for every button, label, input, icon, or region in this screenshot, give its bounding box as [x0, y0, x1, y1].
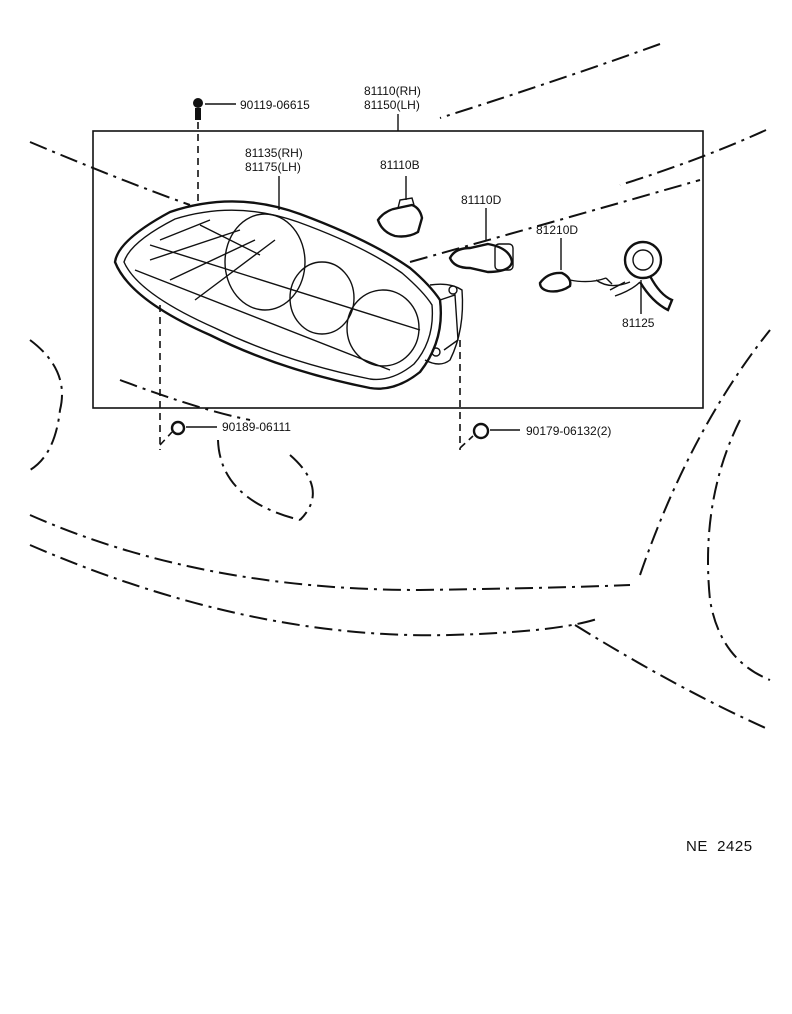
headlamp-housing — [113, 200, 464, 390]
bulb-81110d — [448, 208, 514, 274]
diagram-code: NE 2425 — [686, 838, 753, 855]
vehicle-body-outline — [29, 43, 771, 731]
callout-headlamp-rh: 81110(RH) — [364, 84, 421, 98]
bulb-81210d — [538, 238, 631, 293]
callout-bulb-d: 81110D — [461, 193, 502, 207]
screw-90119 — [193, 98, 236, 205]
nut-90189 — [159, 305, 217, 450]
nut-90179 — [459, 340, 520, 450]
bulb-81110b — [376, 176, 424, 238]
callout-bulb-b: 81110B — [380, 158, 420, 172]
callout-nut-left: 90189-06111 — [222, 420, 291, 434]
callout-lens-lh: 81175(LH) — [245, 160, 301, 174]
callout-side-bulb: 81210D — [536, 223, 578, 237]
callout-headlamp-lh: 81150(LH) — [364, 98, 420, 112]
callout-lens-rh: 81135(RH) — [245, 146, 303, 160]
callout-screw-top: 90119-06615 — [240, 98, 310, 112]
callout-nut-right: 90179-06132(2) — [526, 424, 611, 438]
socket-81125 — [609, 240, 674, 314]
callout-socket-wire: 81125 — [622, 316, 655, 330]
